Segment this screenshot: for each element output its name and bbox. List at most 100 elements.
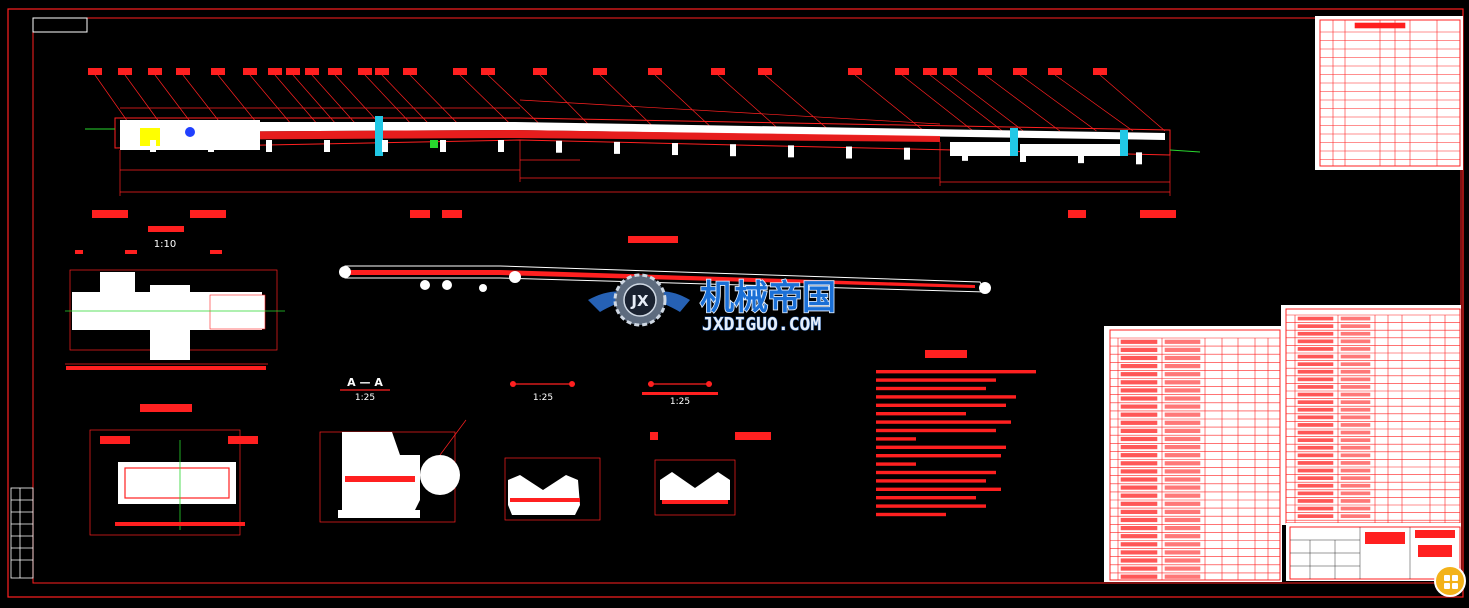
bom-cell-text [1164,542,1201,547]
bom-cell-text [1164,420,1201,425]
bom-cell-text [1164,525,1201,531]
leader-line [154,74,193,126]
gear-wings-emblem-icon: JX [588,273,690,327]
bom-cell-text [1164,388,1201,393]
bom-cell-text [1164,550,1201,555]
part-balloon [403,68,417,75]
leader-line [717,74,782,132]
note-line [876,378,996,382]
bom-cell-text [1297,468,1334,473]
bom-cell-text [1164,574,1201,579]
bom-cell-text [1340,445,1371,450]
bom-cell-text [1340,453,1371,458]
part-balloon [211,68,225,75]
bom-cell-text [1340,483,1371,488]
part-balloon [1093,68,1107,75]
bom-cell-text [1297,339,1334,344]
note-line [876,479,986,483]
bom-cell-text [1340,324,1371,329]
note-line [876,454,1001,458]
bom-cell-text [1297,423,1334,427]
lower-left-section-view [89,404,258,536]
note-line [876,403,1006,407]
part-balloon [758,68,772,75]
bom-cell-text [1297,514,1334,518]
support-leg [846,146,852,159]
bom-cell-text [1120,355,1158,361]
leader-line [764,74,831,132]
bom-cell-text [1297,506,1334,511]
note-line [876,470,996,475]
grid-menu-icon [1444,575,1450,581]
support-leg [1136,152,1142,165]
bom-cell-text [1120,380,1158,385]
bom-cell-text [1297,362,1334,367]
bom-cell-text [1164,566,1201,571]
leader-line [217,74,259,126]
support-leg [324,140,330,152]
watermark-chinese: 机械帝国 [700,278,836,318]
bom-cell-text [1340,476,1371,481]
revision-strip [10,487,34,579]
bom-cell-text [1164,347,1201,353]
part-balloon [1048,68,1062,75]
note-line [876,420,1011,424]
part-balloon [593,68,607,75]
leader-line [409,74,460,126]
bom-cell-text [1120,525,1158,531]
part-balloon [943,68,957,75]
part-balloon [895,68,909,75]
bom-cell-text [1120,550,1158,555]
leader-line [1019,74,1097,132]
bom-cell-text [1164,558,1201,563]
note-line [876,512,946,517]
support-leg [266,140,272,152]
note-line [876,462,916,466]
bom-cell-text [1120,420,1158,425]
support-leg [150,140,156,152]
bom-cell-text [1297,476,1334,481]
bom-cell-text [1340,347,1371,351]
floating-menu-button[interactable] [1434,565,1466,597]
bom-cell-text [1120,363,1158,369]
note-line [876,370,1036,374]
bom-cell-text [1120,444,1158,450]
leader-line [124,74,162,126]
bom-cell-text [1297,415,1334,420]
bom-cell-text [1120,534,1158,539]
section-a-a-view: A — A 1:25 [319,376,467,523]
bom-cell-text [1340,377,1371,382]
bom-cell-text [1120,501,1158,506]
bom-cell-text [1120,372,1158,377]
note-line [876,395,1016,399]
drive-unit-plan-view: 1:10 [65,226,285,370]
bom-cell-text [1120,388,1158,393]
support-leg [962,148,968,161]
bom-cell-text [1297,407,1334,412]
support-leg [672,143,678,156]
part-balloon [305,68,319,75]
bom-cell-text [1164,436,1201,442]
section-aa-title: A — A [347,376,383,389]
part-balloon [481,68,495,75]
param-table-title [1354,22,1406,29]
bom-cell-text [1120,574,1158,579]
note-line [876,437,916,441]
bom-cell-text [1297,331,1334,336]
support-leg [440,140,446,152]
bom-cell-text [1164,372,1201,377]
bom-cell-text [1297,445,1334,450]
bom-cell-text [1297,392,1334,397]
leader-line [487,74,541,126]
bom-cell-text [1340,407,1371,412]
bom-cell-text [1297,483,1334,488]
bom-cell-text [1340,339,1371,344]
part-balloon [648,68,662,75]
section-2-view: 1:25 [504,381,601,521]
note-line [876,504,986,508]
part-balloon [848,68,862,75]
conveyor-frame [85,116,1201,156]
bom-cell-text [1340,400,1371,405]
bom-cell-text [1164,428,1201,434]
leader-line [182,74,223,126]
